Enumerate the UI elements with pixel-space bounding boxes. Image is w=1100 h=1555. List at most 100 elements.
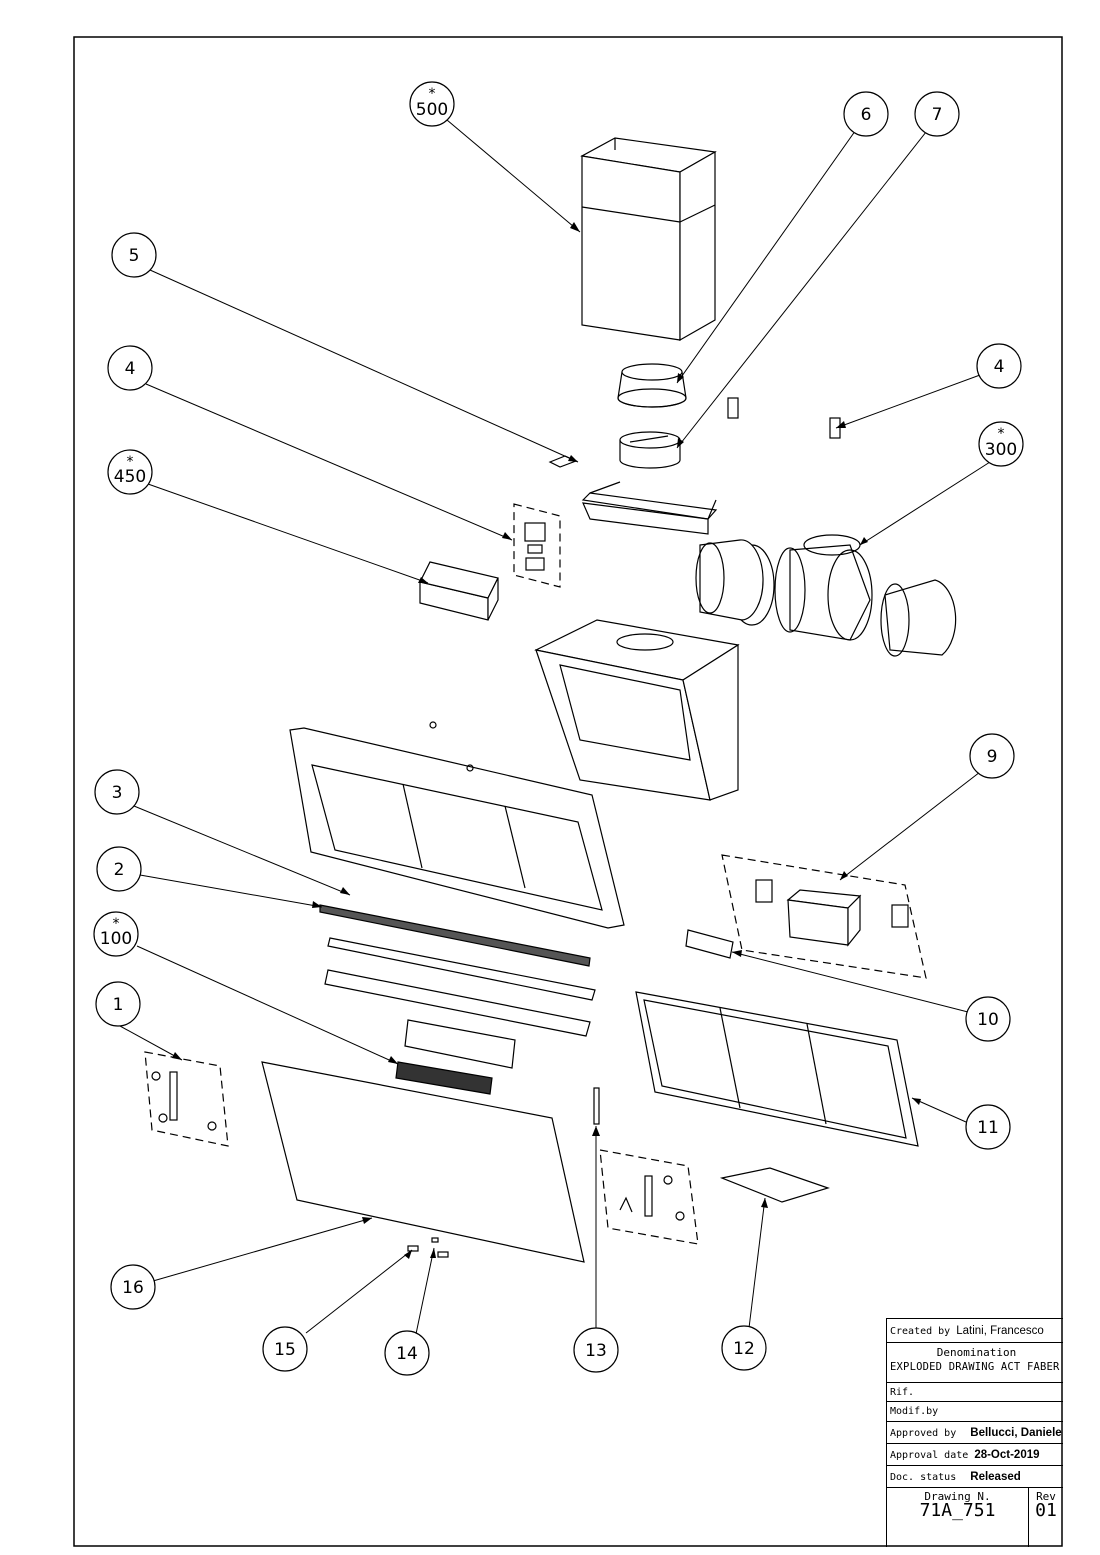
callout-11: 11 xyxy=(965,1104,1011,1150)
svg-text:500: 500 xyxy=(416,100,448,120)
svg-text:5: 5 xyxy=(129,246,140,266)
svg-text:4: 4 xyxy=(125,359,136,379)
svg-text:450: 450 xyxy=(114,467,146,487)
part-light xyxy=(395,1061,493,1095)
leader-6 xyxy=(676,126,859,384)
callout-450: *450 xyxy=(107,449,153,495)
callout-13: 13 xyxy=(573,1327,619,1373)
leader-5 xyxy=(149,269,579,463)
modif-label: Modif.by xyxy=(890,1406,939,1417)
rev-value: 01 xyxy=(1035,1500,1057,1521)
part-filters xyxy=(635,991,919,1147)
leader-4a xyxy=(145,383,513,541)
approved-by-label: Approved by xyxy=(890,1428,957,1439)
svg-text:4: 4 xyxy=(994,357,1005,377)
leader-16 xyxy=(152,1217,373,1282)
svg-text:14: 14 xyxy=(396,1344,418,1364)
part-control-box xyxy=(419,561,499,621)
part-glass-panel xyxy=(261,1061,585,1263)
callout-12: 12 xyxy=(721,1325,767,1371)
part-15 xyxy=(407,1245,419,1252)
leader-3 xyxy=(133,805,351,896)
svg-text:11: 11 xyxy=(977,1118,999,1138)
denomination-label: Denomination xyxy=(936,1346,1017,1359)
callout-16: 16 xyxy=(110,1264,156,1310)
leader-14 xyxy=(415,1247,435,1335)
svg-text:300: 300 xyxy=(985,440,1017,460)
svg-text:3: 3 xyxy=(112,783,123,803)
svg-text:*: * xyxy=(998,426,1005,442)
svg-text:*: * xyxy=(127,454,134,470)
modif-row: Modif.by xyxy=(887,1402,1063,1422)
doc-status-value: Released xyxy=(970,1471,1021,1483)
callout-3: 3 xyxy=(94,769,140,815)
rif-row: Rif. xyxy=(887,1383,1063,1402)
leader-500 xyxy=(446,119,581,233)
approval-date-label: Approval date xyxy=(890,1450,969,1461)
approval-date-value: 28-Oct-2019 xyxy=(974,1449,1040,1461)
part-housing xyxy=(534,619,740,801)
leader-1 xyxy=(119,1025,183,1061)
svg-text:6: 6 xyxy=(861,105,872,125)
svg-text:16: 16 xyxy=(122,1278,144,1298)
svg-text:15: 15 xyxy=(274,1340,296,1360)
callout-15: 15 xyxy=(262,1326,308,1372)
sheet-border xyxy=(73,36,1063,1547)
callout-5: 5 xyxy=(111,232,157,278)
part-bracket xyxy=(581,481,718,535)
part-switch-group xyxy=(513,503,561,588)
part-fixing-kit-left xyxy=(144,1051,229,1147)
part-electronics-group xyxy=(721,854,927,979)
svg-text:*: * xyxy=(429,86,436,102)
denomination-value: EXPLODED DRAWING ACT FABER xyxy=(890,1361,1060,1373)
svg-text:9: 9 xyxy=(987,747,998,767)
created-by-row: Created by Latini, Francesco xyxy=(887,1319,1063,1343)
part-duct-collar xyxy=(617,363,687,408)
part-chimney xyxy=(580,137,717,342)
part-fixing-kit-right xyxy=(599,1149,699,1245)
part-frame xyxy=(289,721,625,929)
leader-2 xyxy=(139,874,323,908)
leader-15 xyxy=(305,1249,413,1334)
callout-10: 10 xyxy=(965,996,1011,1042)
part-strips xyxy=(319,904,596,1037)
callout-7: 7 xyxy=(914,91,960,137)
part-14b xyxy=(431,1237,439,1243)
doc-status-label: Doc. status xyxy=(890,1472,957,1483)
rif-label: Rif. xyxy=(890,1387,915,1398)
part-tray xyxy=(719,1167,830,1203)
rev-cell: Rev 01 xyxy=(1029,1488,1063,1547)
approval-date-row: Approval date 28-Oct-2019 xyxy=(887,1444,1063,1466)
svg-text:1: 1 xyxy=(113,995,124,1015)
part-10 xyxy=(685,929,734,959)
callout-100: *100 xyxy=(93,911,139,957)
drawing-number-cell: Drawing N. 71A_751 xyxy=(887,1488,1029,1547)
part-backflow-valve xyxy=(619,431,681,469)
leader-7 xyxy=(676,126,931,449)
rev-label: Rev xyxy=(1036,1490,1056,1503)
callout-300: *300 xyxy=(978,421,1024,467)
svg-text:13: 13 xyxy=(585,1341,607,1361)
callout-4-right: 4 xyxy=(976,343,1022,389)
leader-4b xyxy=(835,374,981,429)
callout-1: 1 xyxy=(95,981,141,1027)
part-rod xyxy=(593,1087,600,1125)
title-block: Created by Latini, Francesco Denominatio… xyxy=(886,1318,1063,1547)
svg-text:12: 12 xyxy=(733,1339,755,1359)
svg-text:7: 7 xyxy=(932,105,943,125)
leader-450 xyxy=(147,483,429,584)
part-14 xyxy=(437,1251,449,1258)
arrowheads xyxy=(172,222,921,1259)
leader-11 xyxy=(911,1097,967,1123)
leader-10 xyxy=(731,951,969,1013)
svg-text:2: 2 xyxy=(114,860,125,880)
svg-text:100: 100 xyxy=(100,929,132,949)
callout-6: 6 xyxy=(843,91,889,137)
callout-2: 2 xyxy=(96,846,142,892)
svg-text:10: 10 xyxy=(977,1010,999,1030)
callout-500: *500 xyxy=(409,81,455,127)
callout-4-left: 4 xyxy=(107,345,153,391)
approved-by-value: Bellucci, Daniele xyxy=(970,1427,1062,1439)
part-hook-left xyxy=(727,397,739,419)
